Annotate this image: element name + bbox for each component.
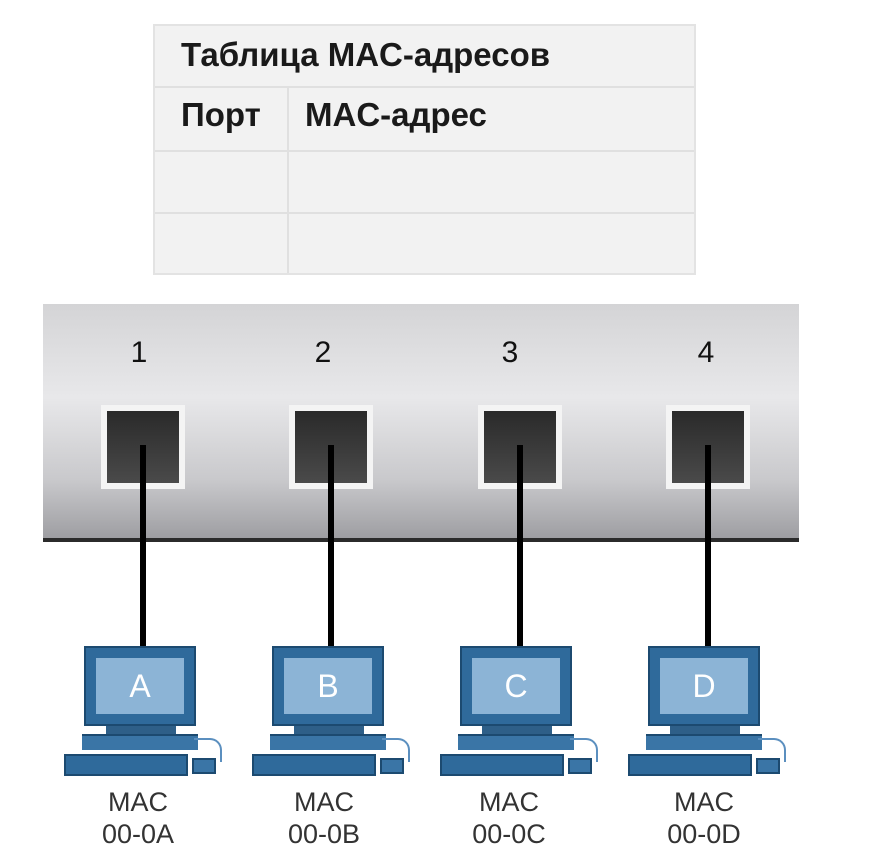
mac-caption: MAC <box>294 787 354 817</box>
mac-address-table: Таблица MAC-адресов Порт MAC-адрес <box>153 24 696 275</box>
host-letter: C <box>472 658 560 714</box>
mouse-icon <box>568 758 592 774</box>
monitor-icon: A <box>84 646 196 726</box>
mac-address: 00-0C <box>472 819 546 849</box>
host-b-mac-label: MAC 00-0B <box>254 786 394 850</box>
host-letter: D <box>660 658 748 714</box>
computer-a: A <box>64 646 224 778</box>
cable-a <box>140 445 146 648</box>
port-number-3: 3 <box>501 336 519 369</box>
host-c-mac-label: MAC 00-0C <box>439 786 579 850</box>
computer-c: C <box>440 646 600 778</box>
mac-address: 00-0B <box>287 819 361 849</box>
computer-d: D <box>628 646 788 778</box>
mac-address: 00-0A <box>101 819 175 849</box>
mac-address: 00-0D <box>667 819 741 849</box>
cable-c <box>517 445 523 648</box>
keyboard-icon <box>64 754 188 776</box>
cable-b <box>328 445 334 648</box>
mac-caption: MAC <box>674 787 734 817</box>
monitor-icon: D <box>648 646 760 726</box>
mouse-icon <box>756 758 780 774</box>
host-letter: B <box>284 658 372 714</box>
mouse-icon <box>192 758 216 774</box>
table-row <box>155 152 694 214</box>
table-title: Таблица MAC-адресов <box>181 36 551 73</box>
keyboard-icon <box>252 754 376 776</box>
host-letter: A <box>96 658 184 714</box>
cable-d <box>705 445 711 648</box>
column-divider <box>287 88 289 273</box>
keyboard-icon <box>440 754 564 776</box>
table-title-row: Таблица MAC-адресов <box>155 26 694 88</box>
mac-caption: MAC <box>479 787 539 817</box>
table-header-row: Порт MAC-адрес <box>155 88 694 152</box>
mac-caption: MAC <box>108 787 168 817</box>
mouse-icon <box>380 758 404 774</box>
switch: 1 2 3 4 <box>43 304 799 538</box>
port-number-1: 1 <box>130 336 148 369</box>
monitor-icon: B <box>272 646 384 726</box>
port-number-2: 2 <box>314 336 332 369</box>
computer-b: B <box>252 646 412 778</box>
header-mac-address: MAC-адрес <box>305 96 487 133</box>
header-port: Порт <box>181 96 261 133</box>
table-row <box>155 214 694 275</box>
monitor-icon: C <box>460 646 572 726</box>
host-a-mac-label: MAC 00-0A <box>68 786 208 850</box>
keyboard-icon <box>628 754 752 776</box>
port-number-4: 4 <box>697 336 715 369</box>
host-d-mac-label: MAC 00-0D <box>634 786 774 850</box>
